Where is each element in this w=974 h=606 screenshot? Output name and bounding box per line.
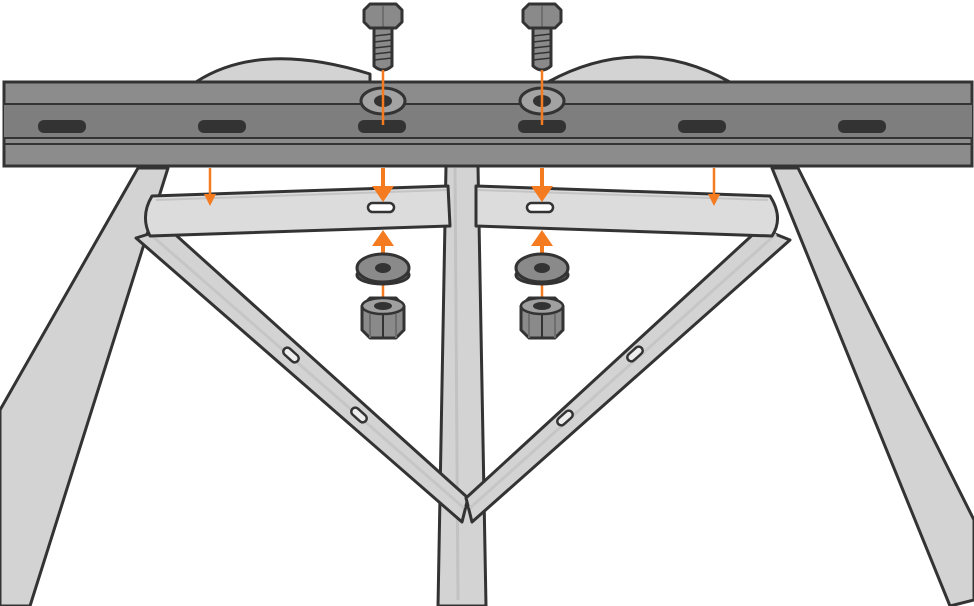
leg-right <box>770 166 974 606</box>
leg-left <box>0 166 170 606</box>
flat-washer-icon <box>514 252 570 286</box>
rail-slot <box>518 120 566 133</box>
brace-slot <box>626 345 644 363</box>
hex-bolt-icon <box>362 2 404 72</box>
brace-slot <box>556 409 574 427</box>
background-mound-left <box>194 57 372 84</box>
down-arrow-icon <box>708 168 720 206</box>
rail-slot <box>678 120 726 133</box>
center-post <box>436 164 488 606</box>
rail-slot <box>838 120 886 133</box>
down-arrow-icon <box>204 168 216 206</box>
brace-slot <box>350 406 368 424</box>
brace-slot <box>282 346 300 364</box>
diagonal-brace-right <box>464 226 792 524</box>
rail-slot <box>38 120 86 133</box>
cross-bar-right <box>474 184 779 238</box>
down-arrow-icon <box>531 168 553 202</box>
hex-bolt-icon <box>521 2 563 72</box>
rail-slot <box>358 120 406 133</box>
down-arrow-icon <box>372 168 394 202</box>
cross-bar-left <box>144 184 452 238</box>
cross-bar-slot <box>366 201 396 214</box>
background-mound-right <box>546 55 732 84</box>
diagonal-brace-left <box>134 226 470 524</box>
flat-washer-icon <box>355 252 411 286</box>
top-rail <box>2 80 974 168</box>
hex-nut-icon <box>519 296 565 340</box>
rail-slot <box>198 120 246 133</box>
cross-bar-slot <box>525 201 555 214</box>
hex-nut-icon <box>360 296 406 340</box>
